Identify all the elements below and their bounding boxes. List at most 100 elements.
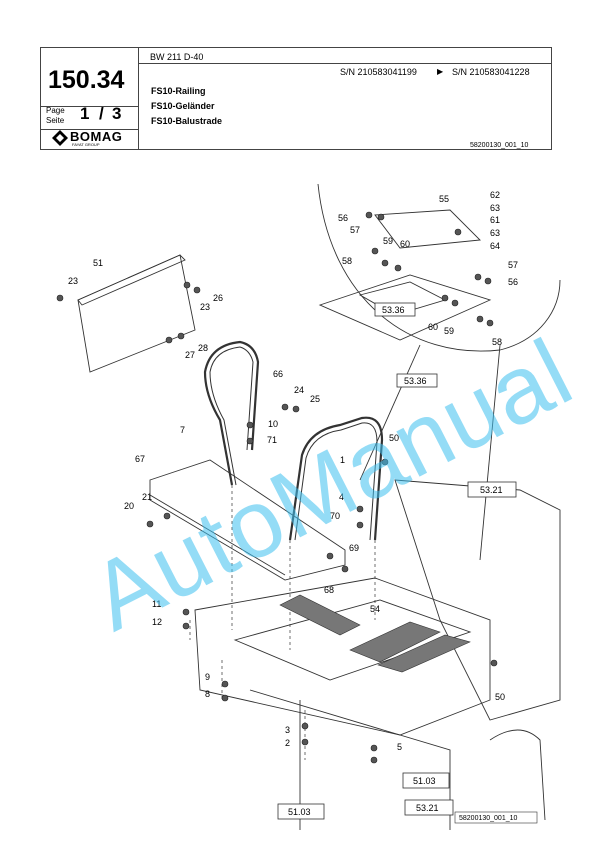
header-block [40,47,552,150]
title-fr: FS10-Balustrade [151,116,223,126]
ref-box [374,302,416,317]
callout-label: 56 [338,213,348,223]
brand-sub: FAYAT GROUP [72,142,100,147]
serial-to: S/N 210583041228 [452,67,530,77]
ref-box [467,481,517,498]
page-current: 1 [80,104,90,123]
anti-slip-mat [349,621,441,663]
bolt [292,405,300,413]
callout-label: 1 [340,455,345,465]
ref-box-label: 51.03 [288,807,311,817]
bolt [371,247,379,255]
brand-name: BOMAG [70,129,123,144]
bolt [356,521,364,529]
callout-label: 9 [205,672,210,682]
platform [194,577,491,736]
callout-label: 5 [397,742,402,752]
callout-label: 27 [185,350,195,360]
callout-label: 63 [490,203,500,213]
callout-label: 56 [508,277,518,287]
serial-arrow: ▶ [437,67,444,76]
detail-leader [479,344,501,561]
bolt [301,738,309,746]
anti-slip-mat [377,634,471,673]
callout-label: 10 [268,419,278,429]
callout-label: 59 [444,326,454,336]
callout-label: 62 [490,190,500,200]
bolt [454,228,462,236]
header-divider [138,48,139,149]
serial-from: S/N 210583041199 [340,67,417,77]
detail-leader [359,344,421,481]
callout-label: 60 [428,322,438,332]
guard-plate-edge [77,254,186,306]
callout-label: 4 [339,492,344,502]
ref-box-label: 53.21 [416,803,439,813]
callout-label: 2 [285,738,290,748]
bolt [177,332,185,340]
bolt [326,552,334,560]
title-de: FS10-Geländer [151,101,215,111]
callout-label: 57 [508,260,518,270]
callout-label: 69 [349,543,359,553]
header-rule [41,106,138,107]
detail-plate [374,209,481,249]
bolt [490,659,498,667]
callout-label: 12 [152,617,162,627]
callout-label: 25 [310,394,320,404]
detail-plate [318,274,492,341]
callout-label: 67 [135,454,145,464]
callout-label: 61 [490,215,500,225]
callout-label: 26 [213,293,223,303]
ref-box [402,772,450,789]
bolt [377,213,385,221]
callout-label: 11 [152,599,161,609]
drawing-ref-bottom: 58200130_001_10 [459,815,518,822]
page-label-en: Page [46,106,65,115]
bolt [356,505,364,513]
callout-label: 23 [200,302,210,312]
bolt [165,336,173,344]
bolt [441,294,449,302]
bolt [341,565,349,573]
railing-1-inner [294,422,378,541]
bolt [370,744,378,752]
bolt [484,277,492,285]
callout-label: 59 [383,236,393,246]
callout-label: 7 [180,425,185,435]
railing-7-inner [209,346,254,486]
machine-frame [394,479,561,721]
bolt [183,281,191,289]
ref-box [277,803,325,820]
callout-label: 50 [495,692,505,702]
ref-box-label: 53.21 [480,485,503,495]
drawing-ref-box [454,811,538,824]
callout-label: 57 [350,225,360,235]
callout-label: 64 [490,241,500,251]
bolt [146,520,154,528]
ref-box-label: 51.03 [413,776,436,786]
callout-label: 60 [400,239,410,249]
callout-label: 24 [294,385,304,395]
callout-label: 21 [142,492,152,502]
page-number: 150.34 [48,66,125,94]
bolt [163,512,171,520]
callout-label: 70 [330,511,340,521]
callout-label: 23 [68,276,78,286]
cross-beam-edge [149,494,286,576]
bolt [193,286,201,294]
anti-slip-mat [279,594,361,636]
callout-label: 51 [93,258,103,268]
bolt [281,403,289,411]
bolt [394,264,402,272]
bolt [365,211,373,219]
bolt [381,458,389,466]
bolt [182,622,190,630]
callout-label: 55 [439,194,449,204]
ref-box [396,373,438,388]
callout-label: 63 [490,228,500,238]
callout-label: 8 [205,689,210,699]
callout-label: 20 [124,501,134,511]
bolt [182,608,190,616]
page-separator: / [99,104,104,123]
